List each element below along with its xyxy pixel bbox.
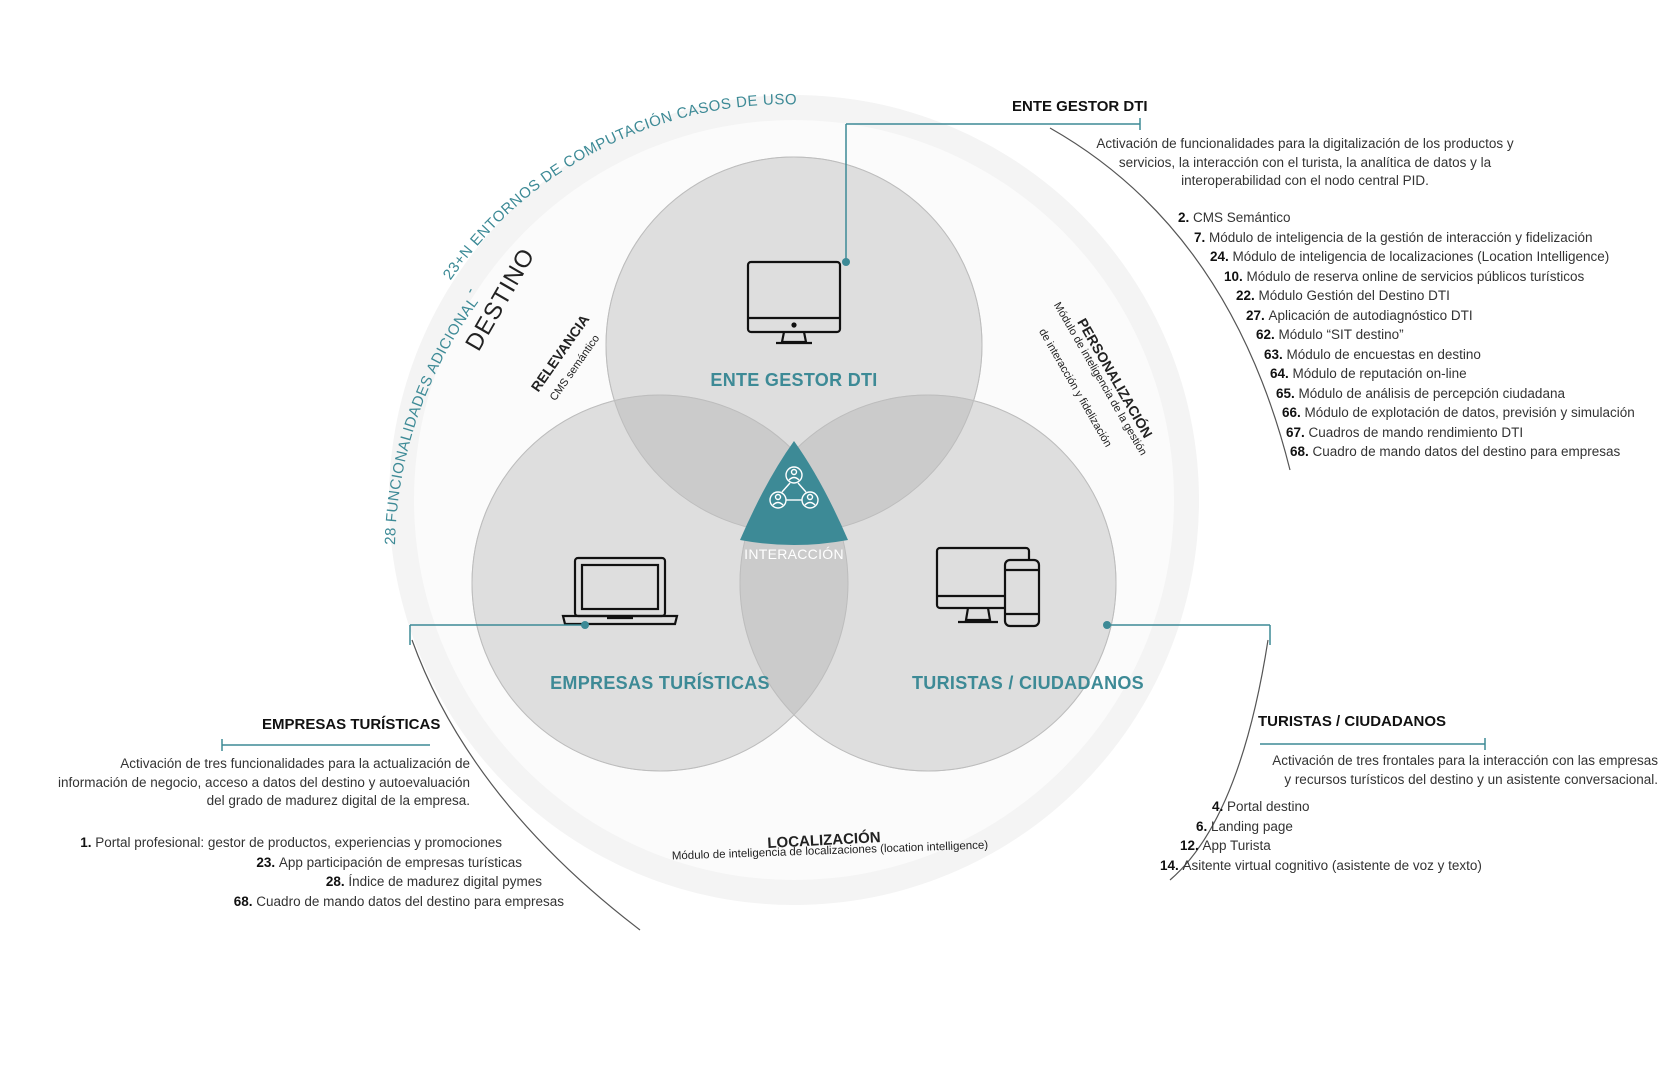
ente-desc-line: Activación de funcionalidades para la di…: [1096, 136, 1514, 151]
empresas-connector: [221, 624, 585, 751]
ente-item-text: CMS Semántico: [1193, 210, 1291, 225]
ente-item-number: 63.: [1264, 346, 1287, 362]
ente-item-number: 7.: [1194, 229, 1210, 245]
ente-item: 68. Cuadro de mando datos del destino pa…: [1290, 442, 1620, 462]
laptop-icon: [561, 556, 679, 626]
empresas-item-number: 28.: [325, 874, 349, 889]
ente-panel-title: ENTE GESTOR DTI: [1012, 98, 1148, 115]
empresas-item-text: Cuadro de mando datos del destino para e…: [256, 893, 564, 909]
turistas-item: 4. Portal destino: [1212, 797, 1310, 817]
ente-item-text: Módulo Gestión del Destino DTI: [1258, 288, 1450, 303]
ente-item-number: 24.: [1210, 249, 1233, 264]
ente-item-number: 65.: [1276, 385, 1299, 401]
empresas-item: 1. Portal profesional: gestor de product…: [22, 833, 502, 853]
ente-item-number: 22.: [1236, 288, 1259, 303]
turistas-panel-desc: Activación de tres frontales para la int…: [1238, 752, 1658, 789]
ente-item: 64. Módulo de reputación on-line: [1270, 364, 1467, 384]
ente-item: 67. Cuadros de mando rendimiento DTI: [1286, 423, 1523, 443]
people-network-icon: [769, 466, 819, 509]
empresas-desc-line: del grado de madurez digital de la empre…: [206, 793, 470, 808]
empresas-desc-line: información de negocio, acceso a datos d…: [57, 774, 470, 790]
ente-item: 63. Módulo de encuestas en destino: [1264, 345, 1481, 365]
ente-item: 10. Módulo de reserva online de servicio…: [1224, 267, 1584, 287]
ente-item-text: Módulo de explotación de datos, previsió…: [1304, 405, 1635, 420]
empresas-panel-desc: Activación de tres funcionalidades para …: [20, 755, 470, 811]
ente-item-text: Módulo de análisis de percepción ciudada…: [1298, 385, 1565, 401]
turistas-item-number: 14.: [1160, 857, 1183, 873]
empresas-panel-title: EMPRESAS TURÍSTICAS: [262, 716, 441, 733]
turistas-item-text: Asitente virtual cognitivo (asistente de…: [1182, 857, 1482, 873]
turistas-item-text: Landing page: [1211, 818, 1293, 834]
ente-item-number: 66.: [1282, 405, 1305, 420]
ente-item-number: 10.: [1224, 268, 1247, 284]
ente-item-number: 64.: [1270, 366, 1293, 381]
circle-label-turistas: TURISTAS / CIUDADANOS: [912, 673, 1144, 693]
ente-desc-line: interoperabilidad con el nodo central PI…: [1181, 173, 1429, 188]
turistas-bracket-arc: [1169, 639, 1269, 881]
ente-item-text: Módulo de inteligencia de localizaciones…: [1232, 249, 1610, 264]
ente-connector: [845, 118, 1141, 262]
circle-label-ente: ENTE GESTOR DTI: [710, 370, 878, 390]
empresas-item-number: 23.: [256, 854, 279, 870]
empresas-item-text: App participación de empresas turísticas: [278, 854, 522, 870]
turistas-item-number: 6.: [1196, 818, 1212, 834]
ente-item-number: 2.: [1178, 210, 1194, 225]
turistas-item-number: 4.: [1212, 799, 1228, 814]
ente-item-text: Cuadro de mando datos del destino para e…: [1312, 444, 1621, 459]
ente-item: 62. Módulo “SIT destino”: [1256, 325, 1404, 345]
ente-item: 2. CMS Semántico: [1178, 208, 1291, 228]
interaccion-triangle: [740, 441, 848, 545]
monitor-icon: [746, 260, 842, 345]
ente-item-text: Módulo “SIT destino”: [1278, 327, 1404, 342]
ente-item-number: 67.: [1286, 424, 1309, 440]
empresas-item: 68. Cuadro de mando datos del destino pa…: [84, 892, 564, 912]
turistas-item: 14. Asitente virtual cognitivo (asistent…: [1160, 856, 1482, 876]
empresas-item-number: 68.: [233, 893, 257, 909]
ente-item: 65. Módulo de análisis de percepción ciu…: [1276, 384, 1565, 404]
ente-item-text: Módulo de encuestas en destino: [1286, 346, 1481, 362]
empresas-item-text: Índice de madurez digital pymes: [348, 874, 542, 889]
ente-item-number: 62.: [1256, 327, 1279, 342]
turistas-item-text: App Turista: [1202, 838, 1271, 853]
ente-item: 27. Aplicación de autodiagnóstico DTI: [1246, 306, 1473, 326]
ente-item: 66. Módulo de explotación de datos, prev…: [1282, 403, 1635, 423]
turistas-panel-title: TURISTAS / CIUDADANOS: [1258, 713, 1447, 730]
ente-panel-desc: Activación de funcionalidades para la di…: [1080, 135, 1530, 191]
empresas-item: 23. App participación de empresas turíst…: [42, 853, 522, 873]
empresas-item-number: 1.: [80, 835, 96, 850]
ente-bracket-arc: [1049, 127, 1291, 471]
circle-label-empresas: EMPRESAS TURÍSTICAS: [550, 673, 770, 693]
empresas-item: 28. Índice de madurez digital pymes: [62, 872, 542, 892]
ente-item-text: Cuadros de mando rendimiento DTI: [1308, 424, 1524, 440]
ente-item: 22. Módulo Gestión del Destino DTI: [1236, 286, 1450, 306]
empresas-desc-line: Activación de tres funcionalidades para …: [120, 756, 470, 771]
overlap-personalizacion: [740, 395, 982, 533]
empresas-bracket-arc: [411, 639, 641, 931]
devices-icon: [935, 546, 1041, 628]
empresas-item-text: Portal profesional: gestor de productos,…: [95, 835, 502, 850]
turistas-item-text: Portal destino: [1227, 799, 1310, 814]
turistas-item: 12. App Turista: [1180, 836, 1271, 856]
ente-item: 7. Módulo de inteligencia de la gestión …: [1194, 228, 1593, 248]
ente-item-text: Módulo de inteligencia de la gestión de …: [1209, 229, 1593, 245]
ente-item-number: 27.: [1246, 307, 1269, 323]
turistas-item-number: 12.: [1180, 838, 1203, 853]
ente-item-text: Aplicación de autodiagnóstico DTI: [1268, 307, 1473, 323]
turistas-desc-line: y recursos turísticos del destino y un a…: [1284, 771, 1658, 787]
turistas-desc-line: Activación de tres frontales para la int…: [1272, 753, 1658, 768]
ente-item-number: 68.: [1290, 444, 1313, 459]
ente-item-text: Módulo de reputación on-line: [1292, 366, 1467, 381]
ente-desc-line: servicios, la interacción con el turista…: [1118, 154, 1492, 170]
overlap-relevancia: [606, 395, 848, 533]
ente-item: 24. Módulo de inteligencia de localizaci…: [1210, 247, 1609, 267]
ente-item-text: Módulo de reserva online de servicios pú…: [1246, 268, 1585, 284]
turistas-item: 6. Landing page: [1196, 817, 1293, 837]
interaccion-label: INTERACCIÓN: [744, 546, 844, 562]
turistas-connector: [1107, 624, 1486, 750]
